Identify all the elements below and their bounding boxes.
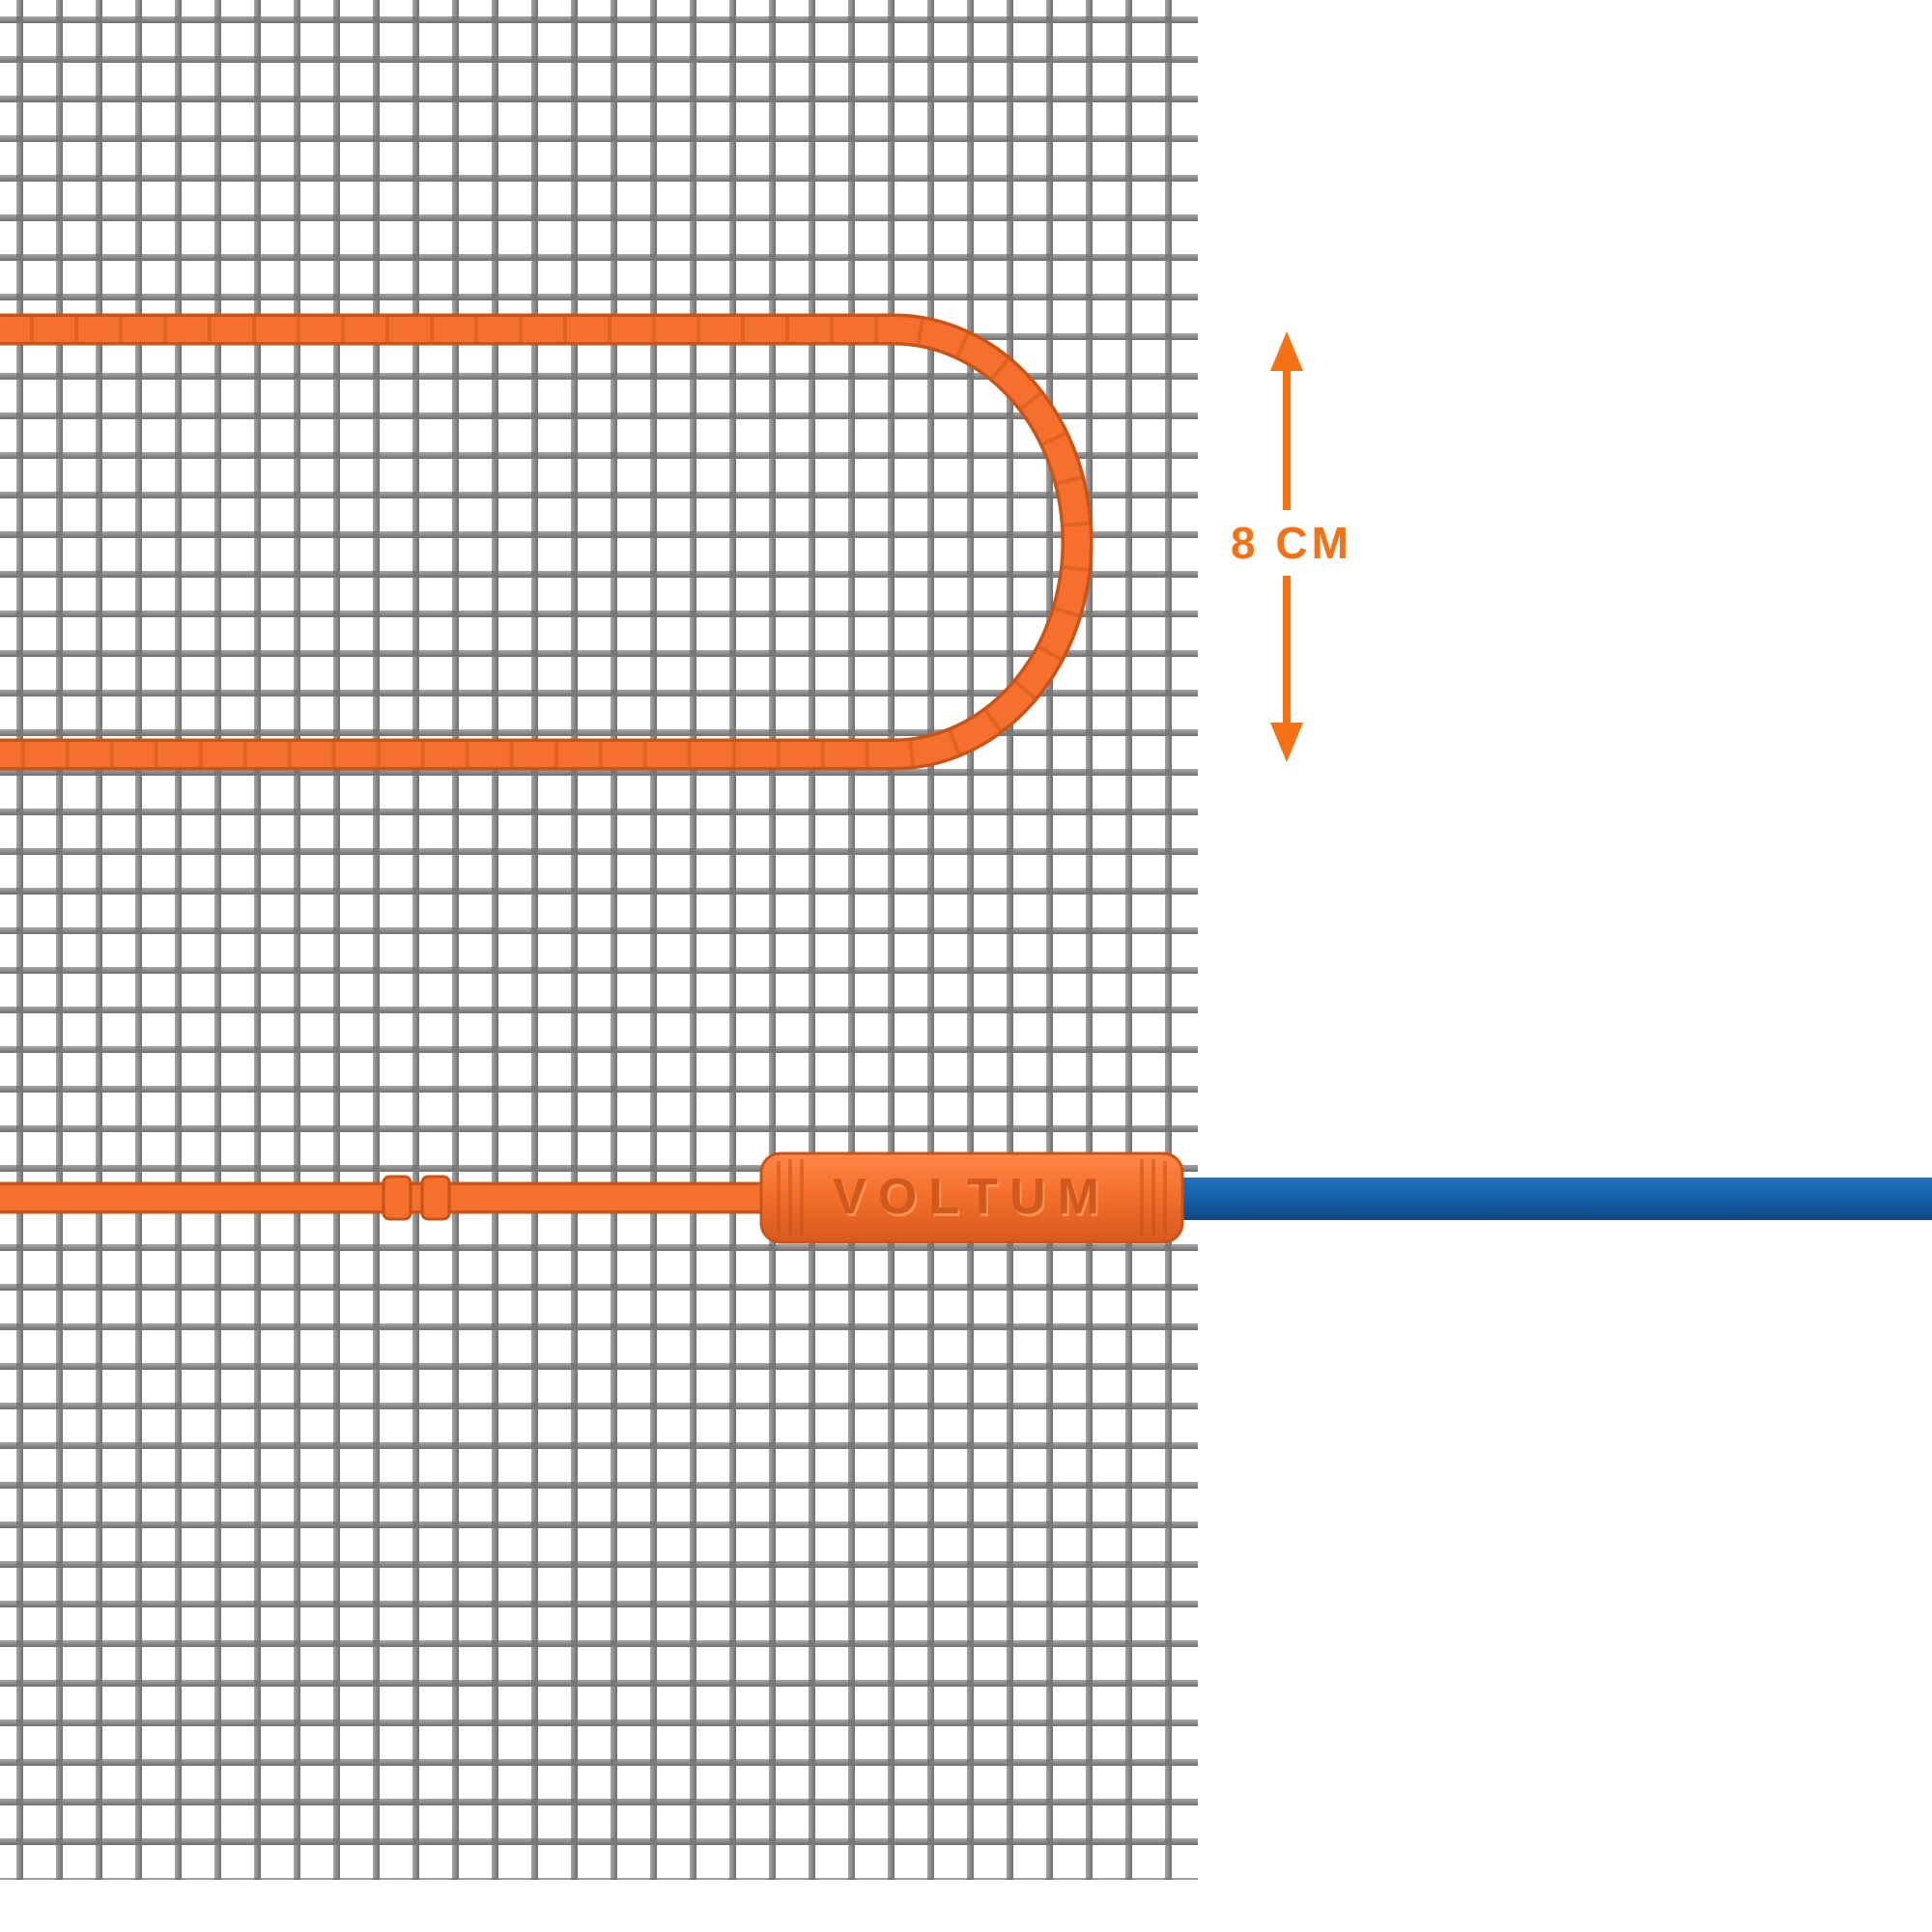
connector-label: VOLTUM bbox=[833, 1169, 1111, 1225]
connector-label-highlight: VOLTUM bbox=[835, 1172, 1113, 1228]
heating-cable-body bbox=[0, 317, 1090, 767]
cable-splice-clip bbox=[420, 1175, 451, 1221]
heating-cable bbox=[0, 313, 1094, 771]
arrow-up-icon bbox=[1270, 331, 1303, 371]
arrow-down-icon bbox=[1270, 723, 1303, 762]
dimension-label: 8 CM bbox=[1231, 518, 1352, 568]
connector-body bbox=[759, 1151, 1184, 1244]
cold-lead-cable bbox=[0, 1175, 794, 1221]
mesh-grid bbox=[0, 0, 1198, 1880]
power-cord bbox=[1169, 1178, 1932, 1220]
connector-sleeve: VOLTUM VOLTUM bbox=[759, 1151, 1184, 1244]
spacing-dimension: 8 CM bbox=[1231, 331, 1352, 762]
power-cord-body bbox=[1169, 1178, 1932, 1220]
connector-ridges bbox=[777, 1159, 1167, 1236]
cable-splice-clip bbox=[382, 1175, 412, 1221]
